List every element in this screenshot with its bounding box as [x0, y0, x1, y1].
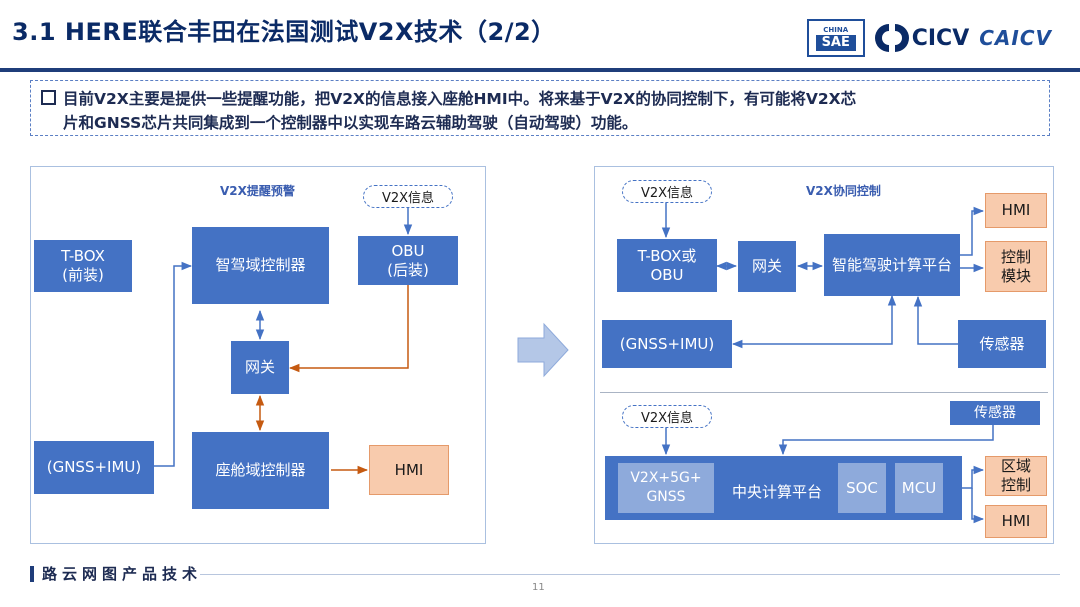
page-number: 11 [532, 582, 545, 593]
central-to-zone-line [962, 465, 985, 489]
page-title: 3.1 HERE联合丰田在法国测试V2X技术（2/2） [12, 18, 556, 46]
tbox-block: T-BOX (前装) [34, 240, 132, 292]
right-hmi-block: HMI [985, 193, 1047, 228]
tbox-or-obu-block: T-BOX或 OBU [617, 239, 717, 292]
cicv-logo: CICV [874, 21, 970, 55]
title-divider [0, 68, 1080, 72]
footer-accent-bar [30, 566, 34, 582]
zone-control-block: 区域 控制 [985, 456, 1047, 496]
right-diagram-panel [594, 166, 1054, 544]
v2x-info-cloud: V2X信息 [363, 185, 453, 208]
bottom-hmi-block: HMI [985, 505, 1047, 538]
control-module-block: 控制 模块 [985, 241, 1047, 292]
left-section-heading: V2X提醒预警 [220, 184, 295, 198]
central-platform-label: 中央计算平台 [732, 483, 823, 501]
right-panel-divider [600, 392, 1048, 393]
cicv-mark-icon [874, 24, 909, 52]
sae-logo-main: SAE [815, 34, 856, 51]
obu-block: OBU (后装) [358, 236, 458, 285]
summary-line-1: 目前V2X主要是提供一些提醒功能，把V2X的信息接入座舱HMI中。将来基于V2X… [41, 87, 1039, 111]
gnss-to-adas-line [154, 261, 193, 467]
right-section-heading: V2X协同控制 [806, 184, 881, 198]
china-sae-logo: CHINA SAE [806, 19, 865, 57]
hmi-block: HMI [369, 445, 449, 495]
summary-box: 目前V2X主要是提供一些提醒功能，把V2X的信息接入座舱HMI中。将来基于V2X… [30, 80, 1050, 136]
gnss-imu-block: (GNSS+IMU) [34, 441, 154, 494]
v2x-info-cloud-bottom: V2X信息 [622, 405, 712, 428]
summary-line-2: 片和GNSS芯片共同集成到一个控制器中以实现车路云辅助驾驶（自动驾驶）功能。 [63, 114, 638, 132]
soc-block: SOC [838, 463, 886, 513]
transition-arrow-icon [517, 322, 569, 378]
bottom-sensor-block: 传感器 [950, 401, 1040, 425]
checkbox-bullet-icon [41, 90, 56, 105]
logo-group: CHINA SAE CICV CAICV [806, 18, 1052, 58]
summary-line-1-text: 目前V2X主要是提供一些提醒功能，把V2X的信息接入座舱HMI中。将来基于V2X… [63, 90, 857, 108]
sae-logo-top: CHINA [823, 25, 849, 34]
left-diagram-panel [30, 166, 486, 544]
adas-controller-block: 智驾域控制器 [192, 227, 329, 304]
v2x-5g-gnss-block: V2X+5G+ GNSS [618, 463, 714, 513]
obu-to-gateway-line [288, 285, 409, 373]
sensor-to-central-line [778, 425, 994, 456]
right-gateway-block: 网关 [738, 241, 796, 292]
platform-to-hmi-line [960, 206, 985, 256]
central-to-hmi-line [971, 488, 985, 524]
gateway-block: 网关 [231, 341, 289, 394]
right-gnss-imu-block: (GNSS+IMU) [602, 320, 732, 368]
platform-gnss-line [731, 294, 897, 349]
cockpit-controller-block: 座舱域控制器 [192, 432, 329, 509]
caicv-logo: CAICV [979, 26, 1052, 50]
cicv-logo-text: CICV [911, 25, 970, 51]
smart-driving-platform-block: 智能驾驶计算平台 [824, 234, 960, 296]
mcu-block: MCU [895, 463, 943, 513]
v2x-info-cloud-top: V2X信息 [622, 180, 712, 203]
sensor-to-platform-line [913, 295, 958, 345]
footer-divider [200, 574, 1060, 575]
footer-text: 路云网图产品技术 [42, 565, 203, 583]
sensor-block: 传感器 [958, 320, 1046, 368]
